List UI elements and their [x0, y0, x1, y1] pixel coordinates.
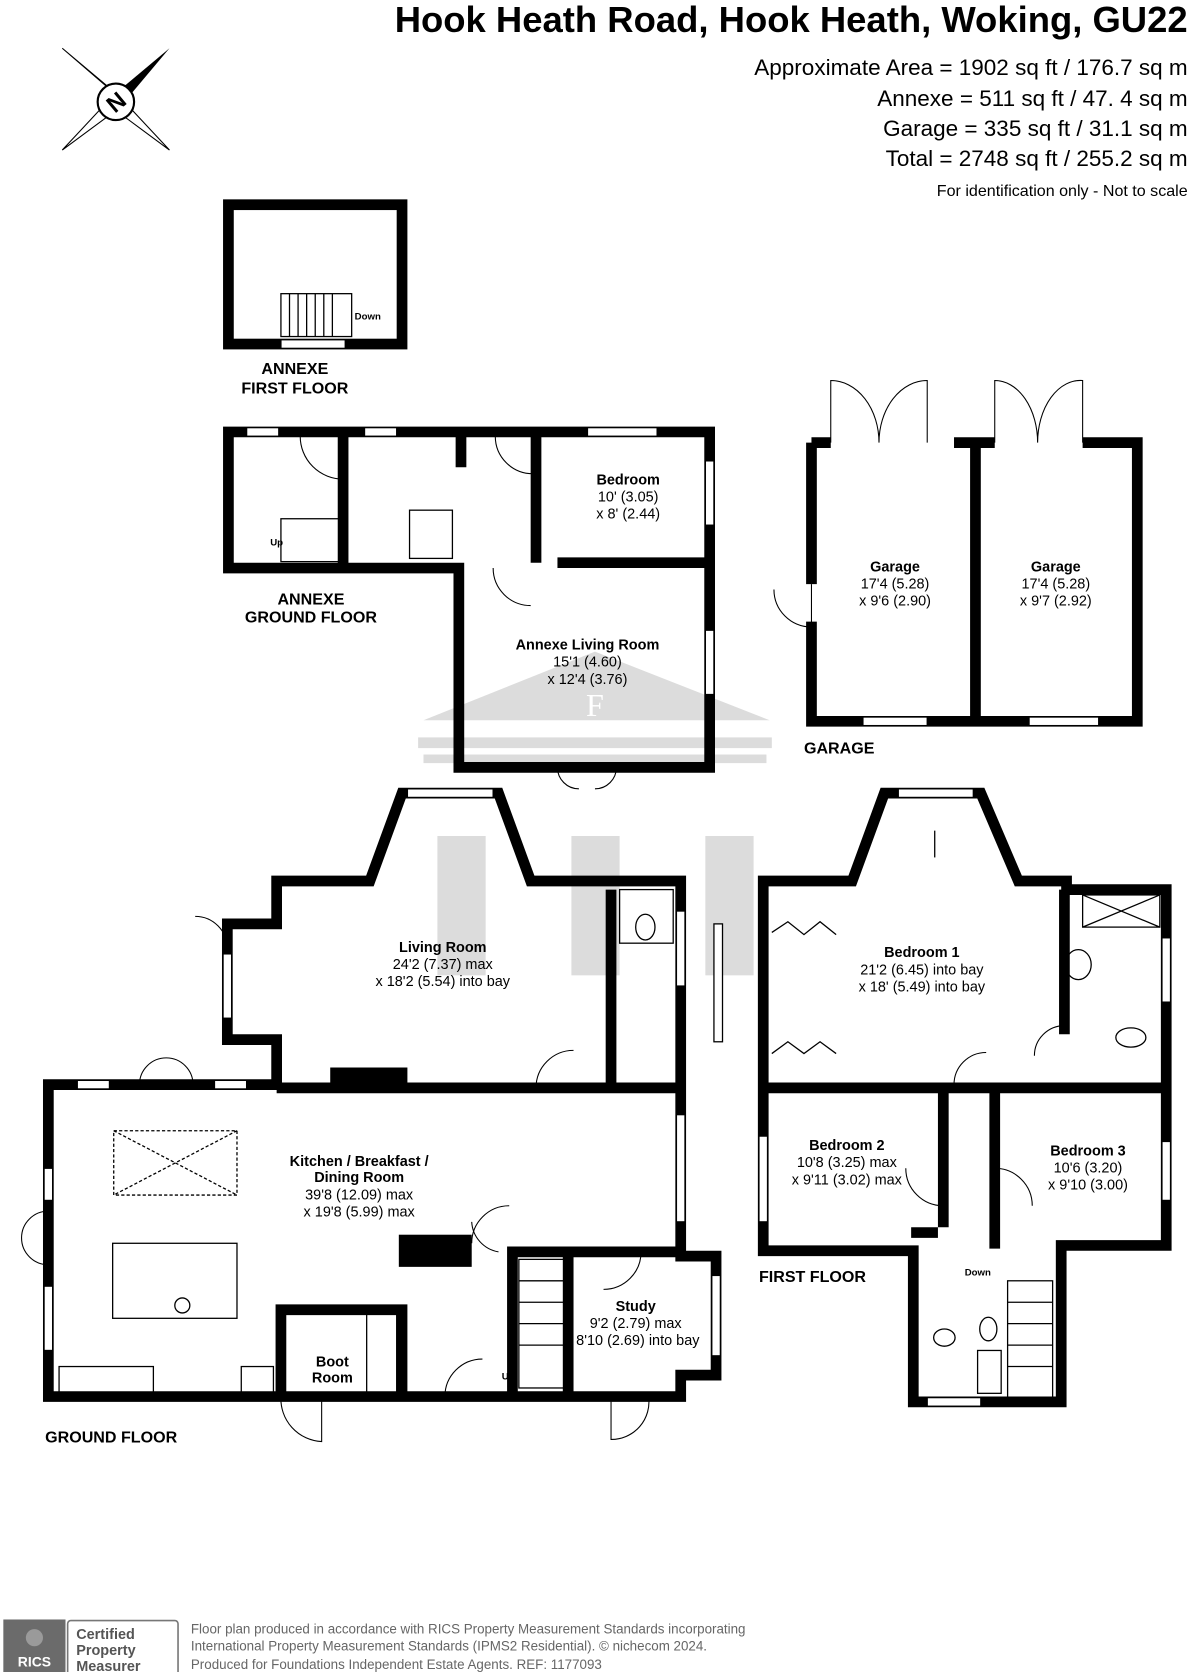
rooms-garage1-dims-0: 17'4 (5.28) — [861, 576, 930, 592]
disclaimer: For identification only - Not to scale — [937, 182, 1188, 200]
area-total: Total = 2748 sq ft / 255.2 sq m — [886, 146, 1188, 171]
floor-label: GARAGE — [804, 739, 875, 757]
rics-badge: RICS Certified Property Measurer — [3, 1619, 179, 1672]
rooms-annexe_living-name: Annexe Living Room — [516, 638, 660, 654]
ground-floor: Up Living Room 24'2 (7.37) max x 18'2 (5… — [21, 787, 722, 1447]
stairs-up: Up — [270, 538, 283, 549]
rooms-annexe_bedroom-dims-0: 10' (3.05) — [598, 490, 659, 506]
staircase — [280, 293, 353, 338]
area-approx: Approximate Area = 1902 sq ft / 176.7 sq… — [754, 55, 1187, 80]
rooms-garage2-name: Garage — [1031, 559, 1081, 575]
rooms-bedroom1-dims-1: x 18' (5.49) into bay — [859, 979, 986, 995]
rooms-annexe_living-dims-0: 15'1 (4.60) — [553, 655, 622, 671]
area-garage: Garage = 335 sq ft / 31.1 sq m — [883, 116, 1188, 141]
staircase — [518, 1258, 565, 1389]
rooms-kitchen-dims-0: 39'8 (12.09) max — [305, 1187, 414, 1203]
rooms-living-name: Living Room — [399, 940, 487, 956]
floor-label: ANNEXE — [277, 590, 344, 608]
page-title: Hook Heath Road, Hook Heath, Woking, GU2… — [395, 0, 1188, 40]
rooms-annexe_bedroom-dims-1: x 8' (2.44) — [596, 507, 660, 523]
footer-line: International Property Measurement Stand… — [191, 1639, 707, 1654]
rooms-bedroom3-name: Bedroom 3 — [1050, 1143, 1126, 1159]
rooms-annexe_bedroom-name: Bedroom — [596, 472, 659, 488]
rooms-bedroom2-name: Bedroom 2 — [809, 1138, 885, 1154]
floor-label: FIRST FLOOR — [241, 379, 348, 397]
rooms-garage2-dims-1: x 9'7 (2.92) — [1020, 594, 1092, 610]
footer-badge-1: Property — [76, 1643, 135, 1659]
floor-label: GROUND FLOOR — [45, 1429, 177, 1447]
footer-line: Produced for Foundations Independent Est… — [191, 1657, 602, 1672]
stairs-down: Down — [355, 311, 381, 322]
area-annexe: Annexe = 511 sq ft / 47. 4 sq m — [877, 86, 1187, 111]
watermark-letter: F — [586, 687, 604, 723]
stairs-down: Down — [965, 1267, 991, 1278]
rooms-living-dims-0: 24'2 (7.37) max — [393, 957, 494, 973]
rooms-boot-name-1: Room — [312, 1371, 353, 1387]
rooms-bedroom3-dims-0: 10'6 (3.20) — [1054, 1161, 1123, 1177]
watermark-logo: F — [418, 651, 772, 976]
rooms-bedroom2-dims-0: 10'8 (3.25) max — [797, 1155, 898, 1171]
staircase — [1006, 1280, 1054, 1400]
footer-badge-0: Certified — [76, 1627, 135, 1643]
rooms-garage1-dims-1: x 9'6 (2.90) — [859, 594, 931, 610]
footer-rics: RICS — [18, 1654, 51, 1670]
footer-badge-2: Measurer — [76, 1659, 141, 1672]
rooms-kitchen-name-1: Dining Room — [314, 1170, 404, 1186]
rooms-bedroom2-dims-1: x 9'11 (3.02) max — [792, 1172, 903, 1188]
rooms-kitchen-name-0: Kitchen / Breakfast / — [290, 1154, 429, 1170]
rooms-bedroom3-dims-1: x 9'10 (3.00) — [1048, 1178, 1128, 1194]
rooms-annexe_living-dims-1: x 12'4 (3.76) — [548, 672, 628, 688]
annexe-first-floor: Down ANNEXE FIRST FLOOR — [223, 199, 408, 397]
rooms-bedroom1-name: Bedroom 1 — [884, 945, 960, 961]
floor-label: GROUND FLOOR — [245, 609, 377, 627]
first-floor: Down Bedroom 1 21'2 (6.45) into bay x 18… — [713, 787, 1172, 1408]
stairs-up: Up — [502, 1371, 515, 1382]
rooms-garage2-dims-0: 17'4 (5.28) — [1022, 576, 1091, 592]
rooms-bedroom1-dims-0: 21'2 (6.45) into bay — [860, 962, 984, 978]
annexe-ground-floor: Up Bedroom 10' (3.05) x 8' (2.44) Annexe… — [223, 426, 716, 790]
rooms-garage1-name: Garage — [870, 559, 920, 575]
rooms-kitchen-dims-1: x 19'8 (5.99) max — [304, 1204, 416, 1220]
garage-floor: Garage 17'4 (5.28) x 9'6 (2.90) Garage 1… — [773, 379, 1143, 757]
rooms-boot-name-0: Boot — [316, 1355, 349, 1371]
rooms-study-dims-1: 8'10 (2.69) into bay — [576, 1333, 700, 1349]
footer-line: Floor plan produced in accordance with R… — [191, 1621, 746, 1636]
rooms-study-name: Study — [616, 1299, 656, 1315]
rooms-living-dims-1: x 18'2 (5.54) into bay — [376, 974, 511, 990]
floor-label: FIRST FLOOR — [759, 1268, 866, 1286]
floor-label: ANNEXE — [261, 360, 328, 378]
rooms-study-dims-0: 9'2 (2.79) max — [590, 1316, 683, 1332]
compass-icon: N — [61, 47, 170, 151]
